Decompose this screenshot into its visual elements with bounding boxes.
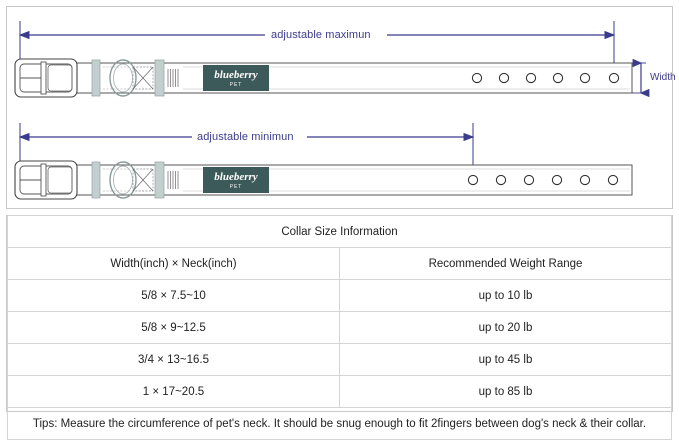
table-row: 3/4 × 13~16.5 up to 45 lb [7, 343, 672, 376]
collar-diagram-svg: blueberry PET [14, 21, 650, 200]
cell-weight: up to 10 lb [339, 279, 672, 312]
brand-sub-min: PET [230, 184, 243, 190]
table-row: 5/8 × 7.5~10 up to 10 lb [7, 279, 672, 312]
d-ring-min [109, 161, 137, 199]
brand-logo-box-max [203, 65, 269, 91]
tips-text: Tips: Measure the circumference of pet's… [7, 407, 672, 440]
brand-name-max: blueberry [214, 69, 258, 81]
keeper-loop-2-max [154, 59, 165, 97]
cell-weight: up to 85 lb [339, 375, 672, 408]
keeper-loop-2-min [154, 161, 165, 199]
header-weight: Recommended Weight Range [339, 247, 672, 280]
hatch-block-min [167, 171, 179, 189]
keeper-loop-1-max [91, 59, 101, 97]
header-size: Width(inch) × Neck(inch) [7, 247, 340, 280]
collar-size-chart: blueberry PET [6, 6, 676, 440]
table-row: 5/8 × 9~12.5 up to 20 lb [7, 311, 672, 344]
table-header-row: Width(inch) × Neck(inch) Recommended Wei… [7, 247, 672, 280]
d-ring-max [109, 59, 137, 97]
strap-holes-max [471, 72, 620, 84]
cell-size: 1 × 17~20.5 [7, 375, 340, 408]
size-table-wrap: Collar Size Information Width(inch) × Ne… [6, 215, 673, 440]
cell-weight: up to 20 lb [339, 311, 672, 344]
x-stitch-d2-max [132, 66, 154, 90]
d-ring-inner-max [113, 63, 133, 93]
x-stitch-d2-min [132, 168, 154, 192]
width-label: Width [650, 72, 676, 83]
x-stitch-box-max [132, 66, 154, 90]
brand-sub-max: PET [230, 82, 243, 88]
d-ring-inner-min [113, 165, 133, 195]
hatch-block-max [167, 69, 179, 87]
strap-body-max [53, 62, 633, 94]
collar-row-maximum: blueberry PET [14, 21, 650, 98]
table-row: 1 × 17~20.5 up to 85 lb [7, 375, 672, 408]
x-stitch-box-min [132, 168, 154, 192]
buckle-prong-min [40, 163, 47, 197]
dimension-label-maximum: adjustable maximun [271, 29, 371, 41]
cell-size: 5/8 × 9~12.5 [7, 311, 340, 344]
collar-row-minimum: blueberry PET [14, 123, 633, 200]
table-tips-row: Tips: Measure the circumference of pet's… [7, 407, 672, 440]
keeper-loop-1-min [91, 161, 101, 199]
strap-body-min [53, 164, 633, 196]
brand-logo-box-min [203, 167, 269, 193]
table-title-row: Collar Size Information [7, 215, 672, 248]
strap-holes-min [467, 174, 619, 186]
size-table: Collar Size Information Width(inch) × Ne… [7, 215, 672, 440]
buckle-tongue-plate-max [47, 64, 73, 92]
cell-size: 5/8 × 7.5~10 [7, 279, 340, 312]
cell-size: 3/4 × 13~16.5 [7, 343, 340, 376]
dimension-label-minimum: adjustable minimun [197, 131, 294, 143]
collar-diagram-panel: blueberry PET [6, 6, 676, 209]
buckle-prong-max [40, 61, 47, 95]
brand-name-min: blueberry [214, 171, 258, 183]
table-title: Collar Size Information [7, 215, 672, 248]
cell-weight: up to 45 lb [339, 343, 672, 376]
buckle-tongue-plate-min [47, 166, 73, 194]
